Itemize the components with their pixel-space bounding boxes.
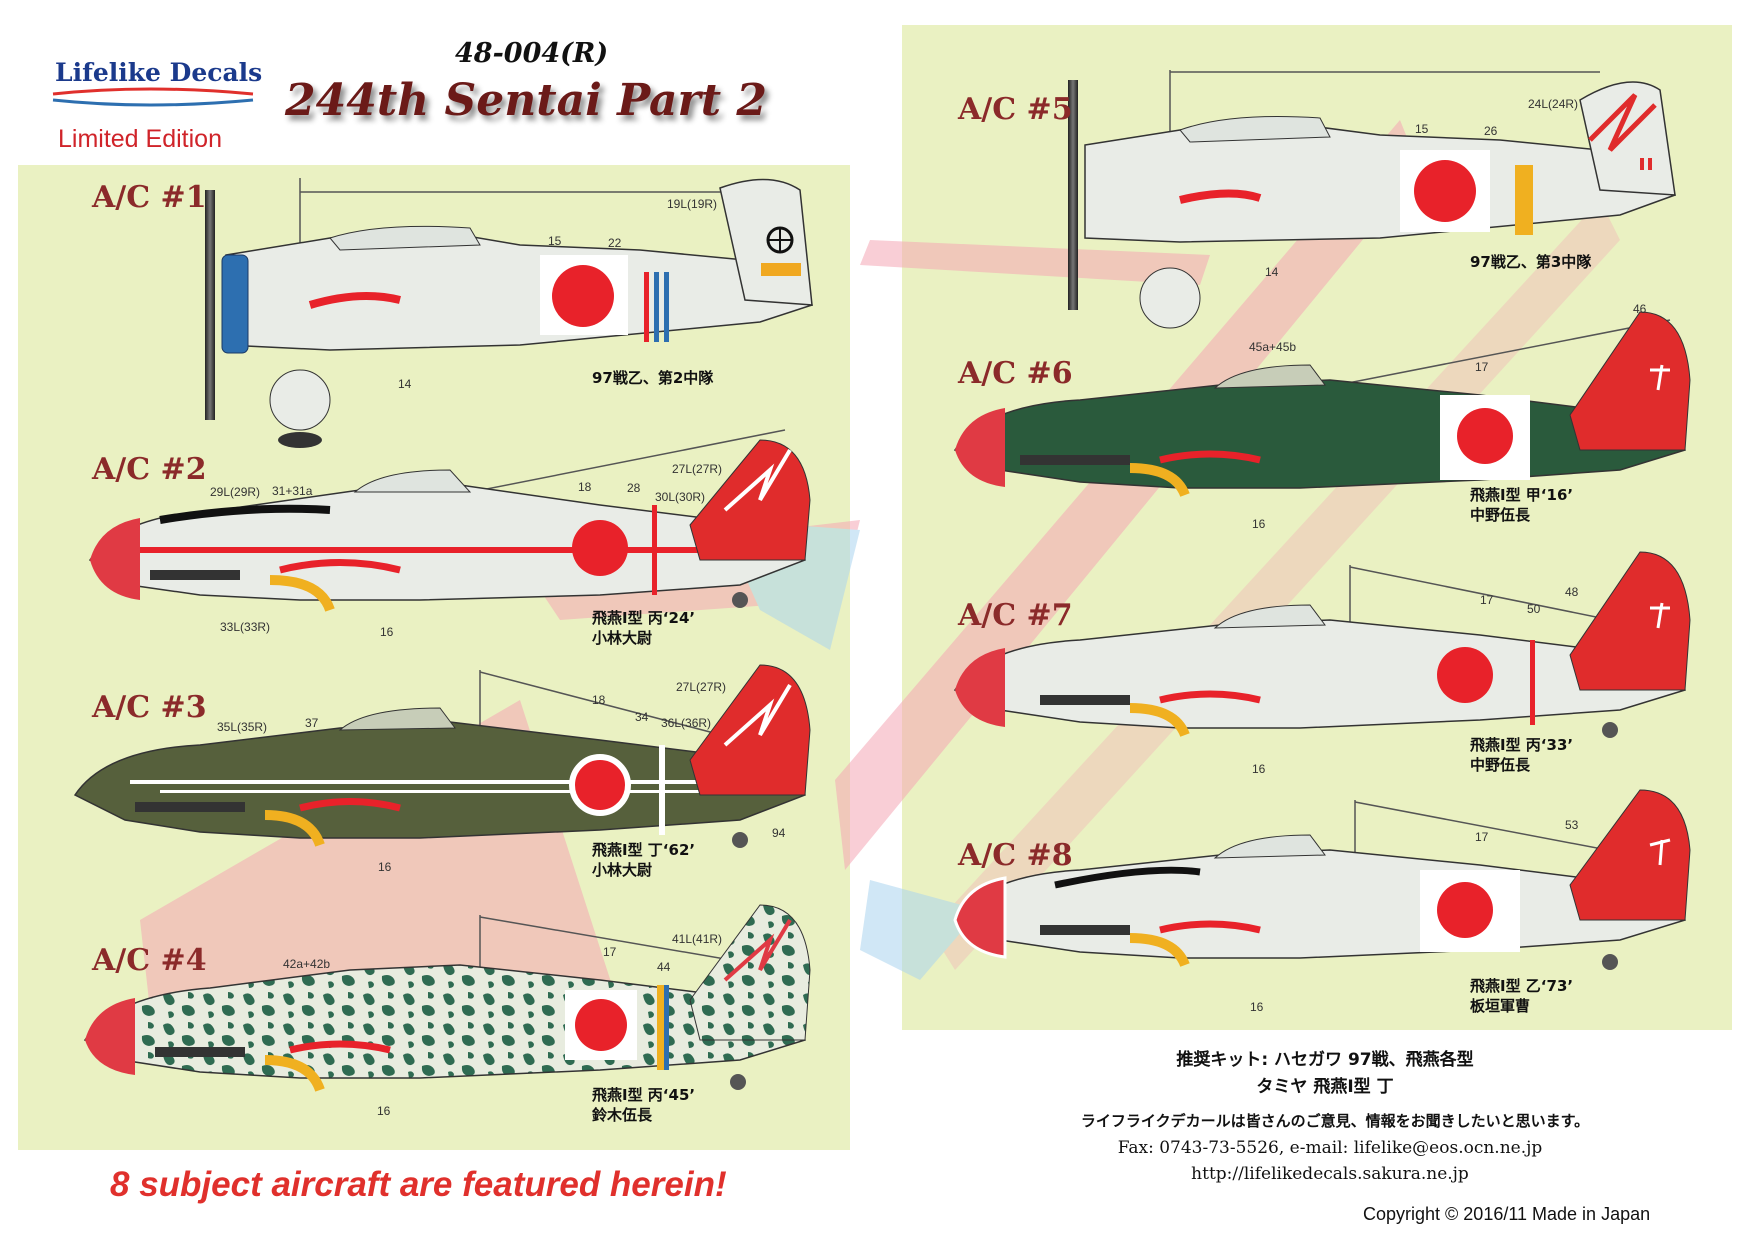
- aircraft-7-label: A/C #7: [958, 598, 1073, 633]
- copyright-text: Copyright © 2016/11 Made in Japan: [1363, 1204, 1651, 1224]
- decal-ref: 30L(30R): [655, 490, 706, 504]
- tagline: 8 subject aircraft are featured herein!: [110, 1165, 727, 1204]
- decal-ref: 16: [1250, 1000, 1264, 1014]
- decal-ref: 28: [627, 481, 641, 495]
- decal-ref: 33L(33R): [220, 620, 271, 634]
- website-link[interactable]: http://lifelikedecals.sakura.ne.jp: [1191, 1164, 1469, 1184]
- decal-ref: 42a+42b: [283, 957, 331, 971]
- decal-ref: 44: [657, 960, 671, 974]
- decal-ref: 18: [592, 693, 606, 707]
- decal-ref: 16: [1252, 517, 1266, 531]
- recommended-kits-line-1: 推奨キット: ハセガワ 97戦、飛燕各型: [1176, 1050, 1474, 1070]
- aircraft-1-caption-line-1: 97戦乙、第2中隊: [592, 369, 714, 387]
- aircraft-6-caption-line-2: 中野伍長: [1470, 506, 1531, 524]
- aircraft-1-profile: [205, 178, 813, 448]
- feedback-text: ライフライクデカールは皆さんのご意見、情報をお聞きしたいと思います。: [1080, 1112, 1590, 1130]
- decal-ref: 36L(36R): [661, 716, 712, 730]
- decal-ref: 17: [1475, 830, 1489, 844]
- aircraft-7-caption-line-1: 飛燕Ⅰ型 丙‘33’: [1470, 736, 1574, 754]
- decal-ref: 15: [548, 234, 562, 248]
- brand-logo: Lifelike Decals: [55, 58, 263, 87]
- product-code: 48-004(R): [455, 38, 609, 69]
- decal-ref: 14: [398, 377, 412, 391]
- aircraft-5-caption-line-1: 97戦乙、第3中隊: [1470, 253, 1592, 271]
- decal-ref: 27L(27R): [672, 462, 723, 476]
- info-block: 推奨キット: ハセガワ 97戦、飛燕各型 タミヤ 飛燕Ⅰ型 丁: [1030, 1045, 1620, 1097]
- aircraft-3-label: A/C #3: [92, 690, 207, 725]
- aircraft-4-caption-line-1: 飛燕Ⅰ型 丙‘45’: [592, 1086, 696, 1104]
- decal-ref: 34: [635, 710, 649, 724]
- decal-ref: 94: [772, 826, 786, 840]
- decal-ref: 16: [378, 860, 392, 874]
- aircraft-2-caption-line-2: 小林大尉: [592, 629, 653, 647]
- decal-ref: 24L(24R): [1528, 97, 1579, 111]
- decal-ref: 14: [1265, 265, 1279, 279]
- contact-text: Fax: 0743-73-5526, e-mail: lifelike@eos.…: [1117, 1138, 1543, 1158]
- aircraft-6-label: A/C #6: [958, 356, 1073, 391]
- decal-ref: 16: [1252, 762, 1266, 776]
- aircraft-4-profile: [83, 904, 811, 1092]
- aircraft-3-caption-line-1: 飛燕Ⅰ型 丁‘62’: [592, 841, 696, 859]
- aircraft-4-label: A/C #4: [92, 943, 207, 978]
- edition-label: Limited Edition: [58, 125, 222, 153]
- decal-ref: 29L(29R): [210, 485, 261, 499]
- aircraft-6-caption-line-1: 飛燕Ⅰ型 甲‘16’: [1470, 486, 1574, 504]
- aircraft-5-profile: [1068, 70, 1676, 329]
- aircraft-3-caption-line-2: 小林大尉: [592, 861, 653, 879]
- decal-ref: 16: [377, 1104, 391, 1118]
- aircraft-4-caption-line-2: 鈴木伍長: [592, 1106, 653, 1124]
- recommended-kits-line-2: タミヤ 飛燕Ⅰ型 丁: [1256, 1077, 1394, 1097]
- decal-ref: 46: [1633, 302, 1647, 316]
- decal-ref: 19L(19R): [667, 197, 718, 211]
- aircraft-8-profile: [953, 789, 1691, 970]
- decal-ref: 50: [1527, 602, 1541, 616]
- decal-ref: 18: [578, 480, 592, 494]
- aircraft-2-profile: [88, 429, 811, 612]
- decal-ref: 26: [1484, 124, 1498, 138]
- aircraft-1-label: A/C #1: [92, 180, 207, 215]
- decal-ref: 45a+45b: [1249, 340, 1297, 354]
- decal-ref: 37: [305, 716, 319, 730]
- aircraft-6-profile: [953, 311, 1691, 498]
- aircraft-7-caption-line-2: 中野伍長: [1470, 756, 1531, 774]
- aircraft-5-label: A/C #5: [958, 92, 1073, 127]
- decal-ref: 31+31a: [272, 484, 313, 498]
- decal-ref: 48: [1565, 585, 1579, 599]
- aircraft-8-label: A/C #8: [958, 838, 1073, 873]
- decal-ref: 17: [1475, 360, 1489, 374]
- decal-ref: 17: [1480, 593, 1494, 607]
- decal-ref: 16: [380, 625, 394, 639]
- page-title: 244th Sentai Part 2: [285, 75, 767, 126]
- decal-ref: 15: [1415, 122, 1429, 136]
- aircraft-3-profile: [73, 664, 811, 848]
- aircraft-2-label: A/C #2: [92, 452, 207, 487]
- aircraft-8-caption-line-1: 飛燕Ⅰ型 乙‘73’: [1470, 977, 1574, 995]
- decal-ref: 27L(27R): [676, 680, 727, 694]
- logo-arrows-icon: [52, 87, 254, 107]
- aircraft-2-caption-line-1: 飛燕Ⅰ型 丙‘24’: [592, 609, 696, 627]
- decal-ref: 35L(35R): [217, 720, 268, 734]
- decal-ref: 22: [608, 236, 622, 250]
- decal-ref: 17: [603, 945, 617, 959]
- aircraft-8-caption-line-2: 板垣軍曹: [1470, 997, 1531, 1015]
- decal-ref: 41L(41R): [672, 932, 723, 946]
- aircraft-7-profile: [953, 551, 1691, 738]
- decal-ref: 53: [1565, 818, 1579, 832]
